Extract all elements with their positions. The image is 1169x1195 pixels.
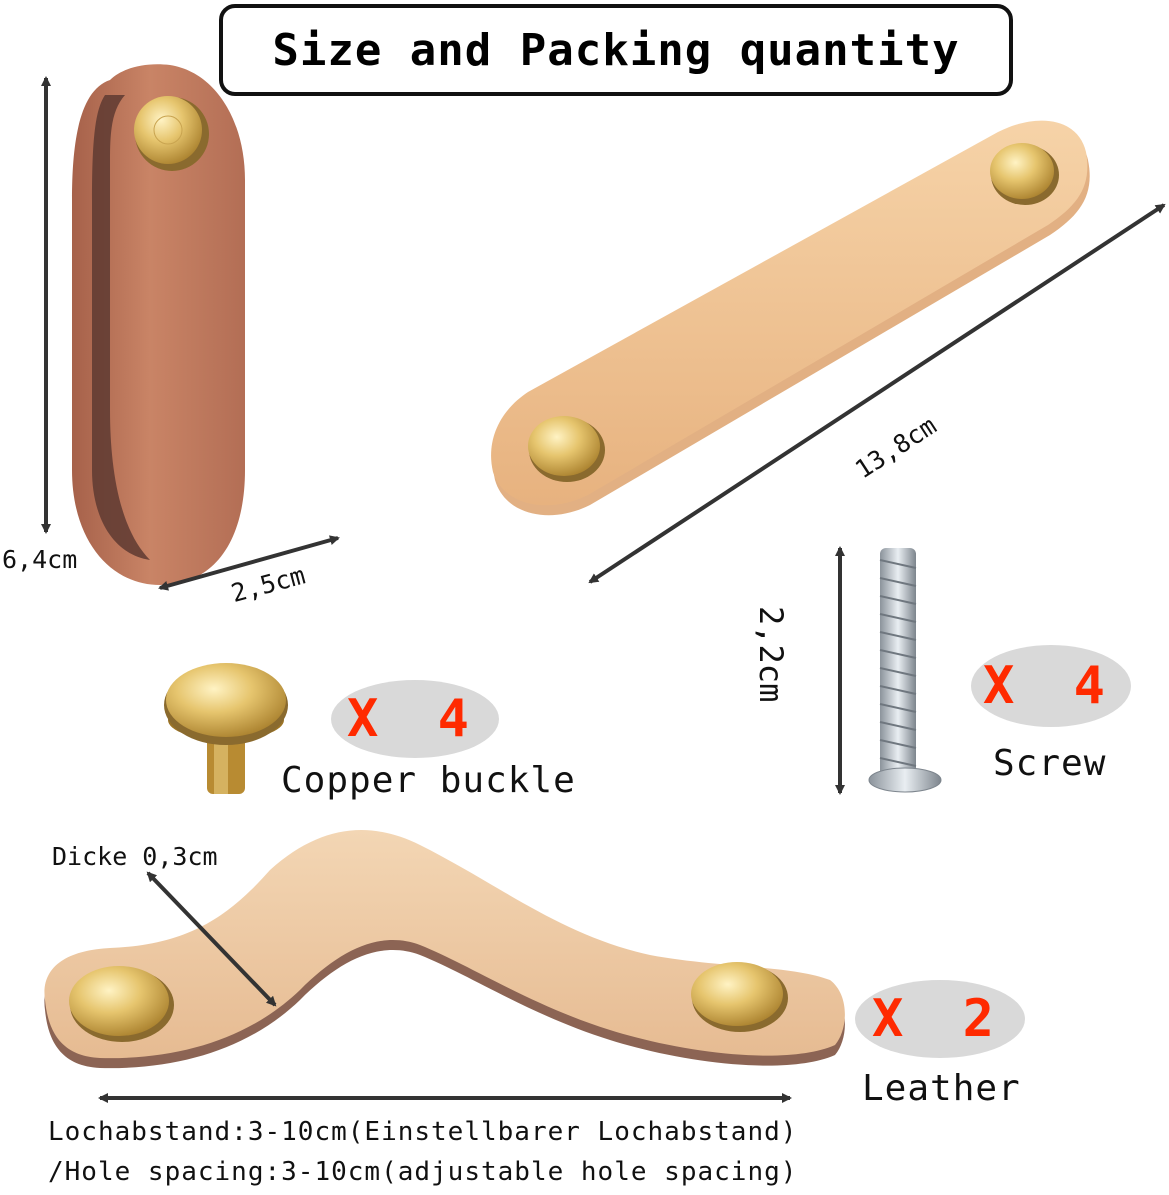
copper-buckle-image [164,663,288,794]
copper-buckle-label: Copper buckle [281,760,576,801]
thickness-arrow [146,871,277,1007]
screw-image [868,548,942,793]
hole-spacing-english: /Hole spacing:3-10cm(adjustable hole spa… [48,1157,798,1187]
page-title: Size and Packing quantity [219,4,1013,96]
loop-handle-image [72,64,245,586]
hole-spacing-german: Lochabstand:3-10cm(Einstellbarer Lochabs… [48,1117,798,1147]
leather-label: Leather [862,1068,1021,1109]
thickness-label: Dicke 0,3cm [52,842,218,871]
screw-label: Screw [993,743,1107,784]
screw-quantity: X 4 [971,645,1131,727]
loop-width-arrow [158,535,340,591]
straight-strap-image [491,120,1090,516]
screw-length-label: 2,2cm [752,606,790,703]
leather-quantity: X 2 [855,980,1025,1058]
straight-length-arrow [588,203,1166,584]
copper-buckle-quantity: X 4 [331,680,499,758]
dimension-arrows [41,76,1166,1103]
loop-height-label: 6,4cm [2,545,78,574]
